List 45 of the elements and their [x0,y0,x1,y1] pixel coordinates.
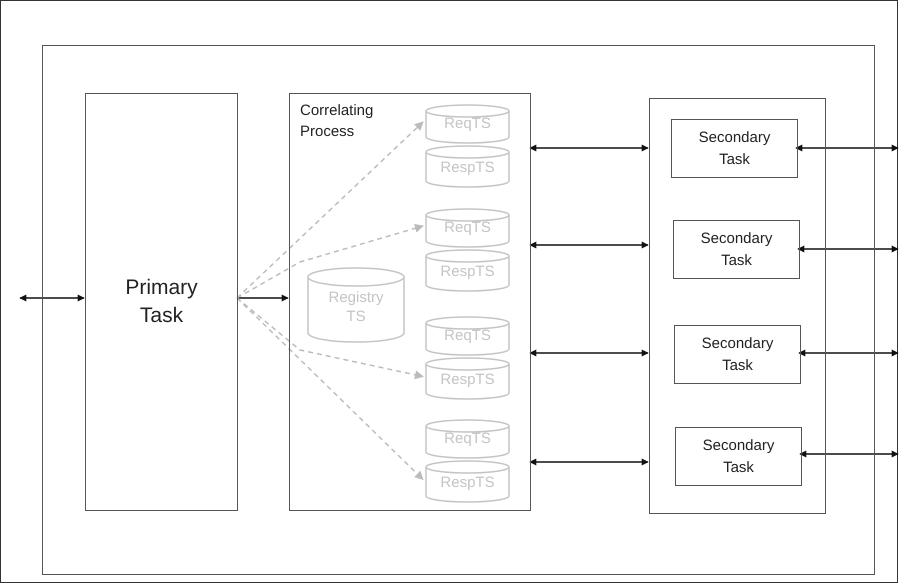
box-label: Secondary Task [700,334,774,376]
storage-label: Registry TS [327,288,384,326]
arrow [237,294,289,302]
box-label: Primary Task [124,275,199,329]
arrow [799,450,899,458]
box-label: Secondary Task [698,128,772,170]
storage-cylinder [425,209,510,247]
task-box [85,93,238,511]
arrow [797,246,899,252]
storage-cylinder [425,420,510,458]
storage-cylinder [425,461,510,502]
storage-cylinder [425,358,510,399]
storage-label: RespTS [439,473,496,492]
arrow [798,350,899,356]
storage-label: ReqTS [443,326,492,345]
dashed-arrow [236,121,424,299]
storage-label: ReqTS [443,218,492,237]
arrow [19,294,85,302]
process-box [289,93,531,511]
storage-cylinder [425,317,510,355]
arrow [529,144,649,152]
storage-label: ReqTS [443,429,492,448]
dashed-arrow [236,297,424,480]
dashed-arrow [236,224,424,299]
arrow [529,242,649,248]
arrow [529,458,649,466]
storage-label: RespTS [439,262,496,281]
arrow [795,144,899,152]
box-heading: Correlating Process [300,101,374,142]
storage-label: RespTS [439,370,496,389]
storage-label: RespTS [439,158,496,177]
system-boundary [42,45,875,575]
storage-cylinder [425,105,510,143]
box-label: Secondary Task [700,229,774,271]
storage-cylinder [307,268,405,342]
task-box [673,220,800,279]
storage-label: ReqTS [443,114,492,133]
box-label: Secondary Task [702,436,776,478]
task-box [671,119,798,178]
arrow [529,350,649,356]
task-box [675,427,802,486]
storage-cylinder [425,250,510,291]
task-group-box [649,98,826,514]
task-box [674,325,801,384]
storage-cylinder [425,146,510,187]
